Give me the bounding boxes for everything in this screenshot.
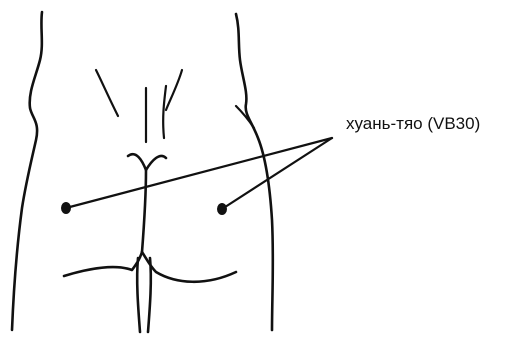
left-back-line: [96, 70, 118, 116]
point-label: хуань-тяо (VB30): [346, 114, 480, 133]
leader-line-right: [222, 138, 332, 209]
spine-line-right: [163, 86, 166, 138]
right-inner-thigh: [148, 258, 151, 332]
right-gluteal-fold: [142, 252, 236, 282]
gluteal-cleft: [142, 170, 146, 252]
left-side-contour: [12, 12, 42, 330]
right-side-contour: [236, 14, 273, 330]
right-back-line: [166, 70, 182, 110]
body-outline: [12, 12, 273, 332]
left-point: [61, 202, 71, 214]
left-gluteal-fold: [64, 252, 142, 276]
right-point: [217, 203, 227, 215]
sacrum-top: [128, 154, 166, 170]
leader-lines: [66, 138, 332, 209]
left-inner-thigh: [137, 258, 140, 332]
leader-line-left: [66, 138, 332, 208]
